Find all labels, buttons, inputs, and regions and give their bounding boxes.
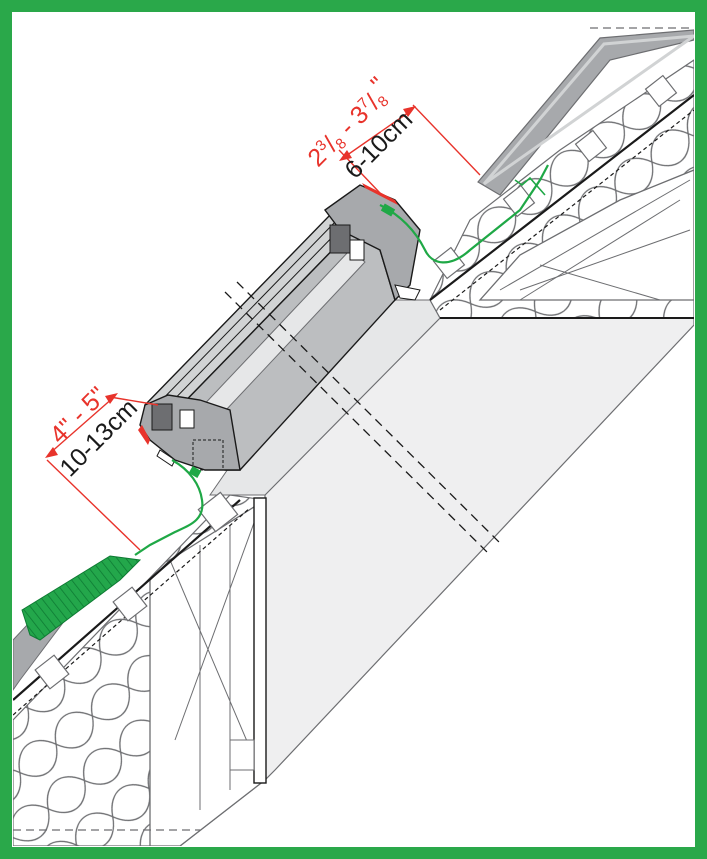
sill-red-seal bbox=[138, 425, 150, 445]
top-dim-arrow bbox=[339, 150, 352, 161]
section-break-line bbox=[236, 281, 503, 546]
head-clip bbox=[394, 284, 421, 301]
rafter-line bbox=[169, 559, 256, 761]
bottom-dim-extension bbox=[109, 396, 159, 406]
upper-sheathing-line bbox=[429, 94, 694, 301]
window-frame bbox=[138, 183, 421, 471]
head-profile bbox=[329, 224, 351, 254]
head-red-seal bbox=[362, 183, 398, 205]
top-dim-extension bbox=[412, 104, 481, 176]
top-dim-arrow bbox=[403, 106, 416, 117]
glass-line bbox=[158, 224, 345, 416]
head-profile bbox=[349, 239, 365, 261]
rafter-line bbox=[539, 264, 661, 301]
batten-block bbox=[112, 586, 148, 622]
batten-block bbox=[432, 246, 466, 280]
trim-block bbox=[229, 739, 255, 771]
green-shingle-apron bbox=[21, 555, 142, 641]
batten-block bbox=[574, 129, 608, 163]
sill-batten bbox=[197, 491, 239, 533]
rafter-line bbox=[499, 179, 691, 291]
tile-highlight bbox=[482, 34, 694, 186]
bottom-dim-arrow bbox=[105, 393, 118, 404]
rafter-line bbox=[519, 229, 691, 291]
lower-flashing bbox=[134, 459, 204, 556]
rafter-line bbox=[519, 199, 681, 301]
upper-membrane-line bbox=[439, 109, 694, 311]
sill-hidden-block bbox=[192, 439, 224, 471]
shaft-trim bbox=[253, 497, 267, 784]
lower-flashing-clip bbox=[188, 466, 202, 478]
bottom-dim-arrow bbox=[45, 447, 58, 458]
section-break-line bbox=[224, 291, 491, 556]
batten-block bbox=[644, 74, 678, 108]
upper-flashing-clip bbox=[380, 203, 396, 217]
batten-block bbox=[502, 184, 536, 218]
upper-flashing bbox=[379, 164, 549, 264]
upper-roof-tile bbox=[477, 29, 694, 196]
bottom-dim-extension bbox=[46, 459, 141, 551]
upper-flashing-hook bbox=[514, 176, 546, 196]
batten-block bbox=[34, 654, 70, 690]
rafter-line bbox=[174, 519, 256, 741]
sill-profile bbox=[179, 409, 195, 429]
sill-profile bbox=[151, 403, 173, 431]
bottom-dim-line bbox=[48, 396, 115, 455]
top-dim-line bbox=[342, 109, 413, 159]
glass-line bbox=[151, 219, 338, 411]
sill-clip bbox=[156, 449, 176, 467]
